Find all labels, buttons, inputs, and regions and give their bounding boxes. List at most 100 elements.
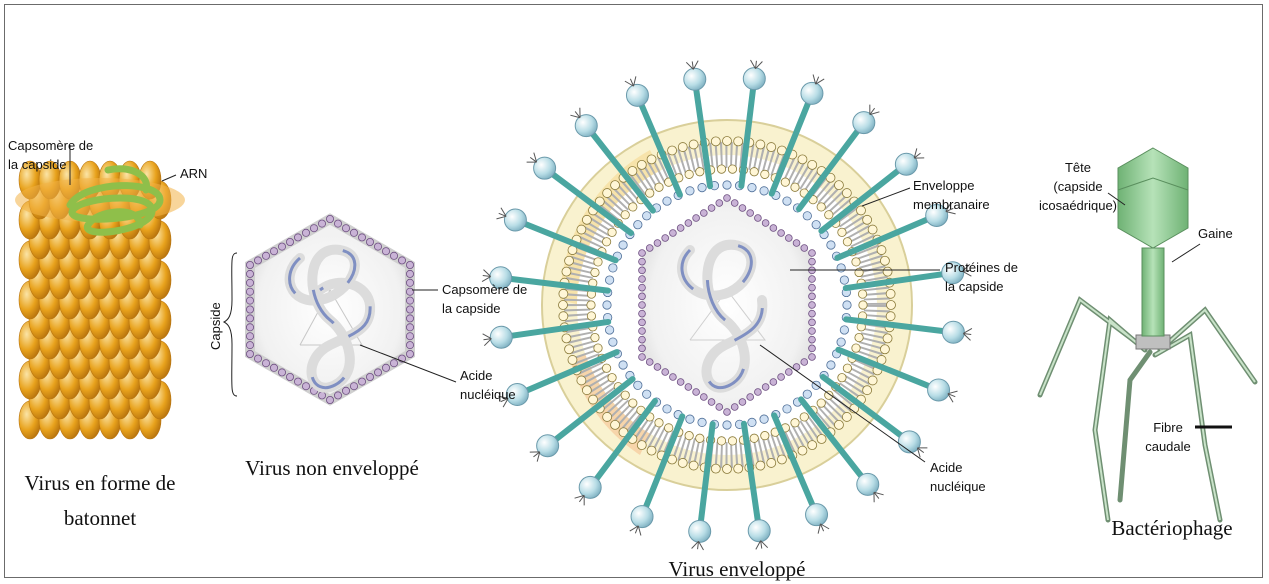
matrix-protein xyxy=(803,390,811,398)
naked-capsomere-bead xyxy=(358,378,365,385)
enveloped-capsomere-bead xyxy=(785,369,792,376)
lipid-head-outer xyxy=(842,189,851,198)
naked-capsomere-bead xyxy=(278,369,285,376)
lipid-head-outer xyxy=(767,143,776,152)
naked-capsomere-bead xyxy=(270,364,277,371)
lipid-head-outer xyxy=(863,215,872,224)
enveloped-capsomere-bead xyxy=(739,399,746,406)
enveloped-capsomere-bead xyxy=(770,225,777,232)
lipid-head-inner xyxy=(621,211,629,219)
enveloped-capsomere-bead xyxy=(724,195,731,202)
lipid-head-outer xyxy=(880,345,889,354)
enveloped-capsomere-bead xyxy=(662,369,669,376)
lipid-head-inner xyxy=(655,419,663,427)
matrix-protein xyxy=(760,187,768,195)
naked-capsomere-bead xyxy=(406,270,413,277)
tete-label-1: Tête xyxy=(1065,160,1091,175)
enveloped-capsomere-bead xyxy=(778,374,785,381)
enveloped-capsomere-bead xyxy=(793,240,800,247)
enveloped-capsomere-bead xyxy=(708,205,715,212)
lipid-head-inner xyxy=(696,434,704,442)
naked-capsomere-bead xyxy=(406,350,413,357)
naked-capsomere-bead xyxy=(246,342,253,349)
matrix-protein xyxy=(748,418,756,426)
phage-sheath xyxy=(1142,248,1164,336)
naked-capsomere-bead xyxy=(246,324,253,331)
lipid-head-outer xyxy=(723,465,732,474)
lipid-head-inner xyxy=(728,437,736,445)
enveloped-capsomere-bead xyxy=(639,284,646,291)
rod-title-1: Virus en forme de xyxy=(25,471,176,495)
lipid-head-inner xyxy=(838,373,846,381)
lipid-head-inner xyxy=(587,301,595,309)
matrix-protein xyxy=(698,418,706,426)
enveloped-capsomere-bead xyxy=(693,389,700,396)
phage-baseplate xyxy=(1136,335,1170,349)
enveloped-capsomere-bead xyxy=(809,258,816,265)
enveloped-capsomere-bead xyxy=(762,384,769,391)
spike-head xyxy=(928,379,950,401)
naked-capsomere-bead xyxy=(406,342,413,349)
matrix-protein xyxy=(605,276,613,284)
naked-capsomere-bead xyxy=(366,238,373,245)
lipid-head-inner xyxy=(696,168,704,176)
fibre-label-1: Fibre xyxy=(1153,420,1183,435)
enveloped-capsomere-bead xyxy=(778,230,785,237)
lipid-head-outer xyxy=(559,312,568,321)
lipid-head-inner xyxy=(655,183,663,191)
naked-capsomere-bead xyxy=(342,387,349,394)
enveloped-capsomere-bead xyxy=(639,354,646,361)
enveloped-capsomere-bead xyxy=(639,319,646,326)
lipid-head-outer xyxy=(559,289,568,298)
enveloped-title: Virus enveloppé xyxy=(669,557,806,581)
lipid-head-outer xyxy=(562,334,571,343)
naked-capsomere-bead xyxy=(342,225,349,232)
lipid-head-outer xyxy=(863,386,872,395)
spike-head xyxy=(504,209,526,231)
naked-capsomere-bead xyxy=(390,252,397,259)
lipid-head-outer xyxy=(637,160,646,169)
lipid-head-inner xyxy=(664,424,672,432)
matrix-protein xyxy=(698,183,706,191)
naked-capsomere-bead xyxy=(406,288,413,295)
lipid-head-outer xyxy=(589,395,598,404)
enveloped-acide-label-1: Acide xyxy=(930,460,963,475)
naked-capsomere-bead xyxy=(246,315,253,322)
lipid-head-inner xyxy=(621,391,629,399)
lipid-head-outer xyxy=(637,441,646,450)
lipid-head-inner xyxy=(761,431,769,439)
naked-capsomere-bead xyxy=(406,315,413,322)
enveloped-capsomere-bead xyxy=(809,302,816,309)
lipid-head-outer xyxy=(834,181,843,190)
enveloped-capsomere-bead xyxy=(739,205,746,212)
lipid-head-outer xyxy=(808,441,817,450)
enveloped-capsomere-bead xyxy=(685,384,692,391)
lipid-head-outer xyxy=(834,420,843,429)
spike-head xyxy=(806,504,828,526)
lipid-head-outer xyxy=(603,189,612,198)
lipid-head-outer xyxy=(856,206,865,215)
matrix-protein xyxy=(603,301,611,309)
spike-tip xyxy=(527,153,537,163)
enveloped-capsomere-bead xyxy=(801,245,808,252)
lipid-head-outer xyxy=(886,289,895,298)
matrix-protein xyxy=(840,276,848,284)
enveloppe-label-2: membranaire xyxy=(913,197,990,212)
rod-title-2: batonnet xyxy=(64,506,136,530)
lipid-head-outer xyxy=(582,386,591,395)
naked-capsomere-bead xyxy=(390,360,397,367)
naked-capsomere-bead xyxy=(246,288,253,295)
lipid-head-inner xyxy=(852,344,860,352)
lipid-head-outer xyxy=(886,312,895,321)
lipid-head-inner xyxy=(608,228,616,236)
lipid-head-inner xyxy=(843,364,851,372)
naked-capsomere-bead xyxy=(366,373,373,380)
matrix-protein xyxy=(827,361,835,369)
enveloped-capsomere-bead xyxy=(654,240,661,247)
naked-capsomere-bead xyxy=(294,378,301,385)
lipid-head-outer xyxy=(711,464,720,473)
matrix-protein xyxy=(760,415,768,423)
naked-capsomere-bead xyxy=(262,252,269,259)
lipid-head-outer xyxy=(689,461,698,470)
naked-capsomere-bead xyxy=(374,243,381,250)
